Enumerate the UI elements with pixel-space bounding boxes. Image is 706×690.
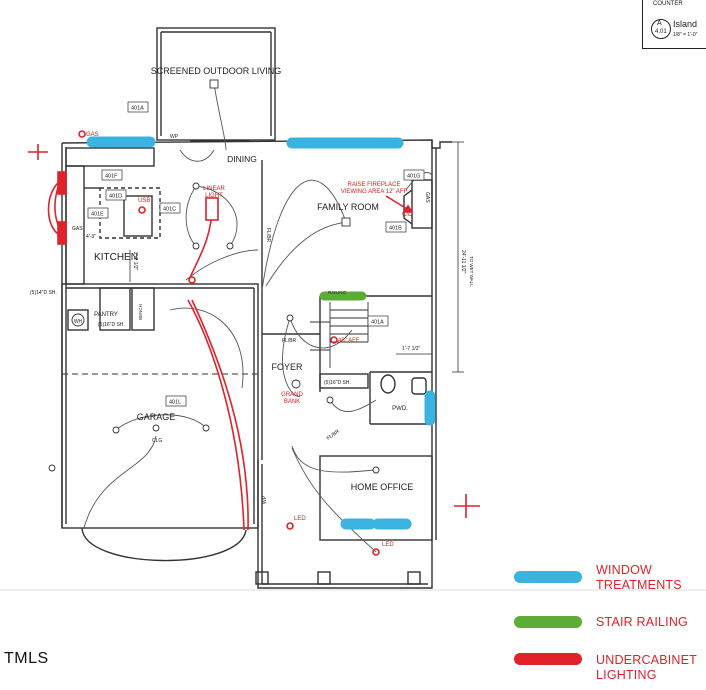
label-clg: CLG [152,438,162,444]
label-dim-small: 1'-7 1/2" [402,346,421,352]
counter-label: COUNTER [653,1,683,7]
label-shelf-main: (5)14"D SH. [30,290,57,296]
tag-401g: 401G [407,174,420,180]
annotation-cd: C/D [402,212,413,218]
tag-401a-top: 401A [131,106,144,112]
tag-401e: 401E [91,212,104,218]
label-wh: WH [74,319,83,325]
label-kitchen: KITCHEN [94,252,138,263]
label-dining: DINING [227,154,257,164]
annotation-grand: GRAND [281,392,303,398]
label-dim-height: 24'-11 1/2" [460,250,466,274]
legend-swatch-undercabinet [514,653,582,665]
label-pantry: PANTRY [94,312,118,318]
detail-scale: 1/8" = 1'-0" [673,32,698,38]
label-wp-1: WP [170,134,179,140]
equipment-tags: 401A 401F 401D 401C 401E 401G 401B 401A … [87,101,425,407]
annotation-gas: GAS [86,132,99,138]
annotation-fireplace-line2: VIEWING AREA 12" AFF [341,189,408,195]
garage-walls [61,283,259,529]
label-garage: GARAGE [137,412,176,422]
label-family-room: FAMILY ROOM [317,202,379,212]
dimension-lines [129,141,464,373]
annotation-usb: USB [138,198,150,204]
tag-401c: 401C [163,207,176,213]
small-labels: (5)14"D SH. (5)16"D SH. (5)16"D SH. FL/B… [30,134,474,504]
floor-plan: SCREENED OUTDOOR LIVING DINING FAMILY RO… [0,27,706,591]
label-dim-height-sub: TO WET WALL [469,256,474,287]
fixtures [48,79,380,474]
annotation-led-1: LED [294,516,306,522]
legend-swatch-window [514,571,582,583]
label-shelf-pantry: (5)16"D SH. [98,322,125,328]
annotation-linear-line1: LINEAR [203,186,225,192]
label-foyer: FOYER [271,362,303,372]
label-fl-br-1: FL/BR [265,228,271,243]
undercabinet-lighting [28,130,480,556]
detail-reference-box: COUNTER A 4.01 Island 1/8" = 1'-0" [642,0,706,49]
legend-label-window: WINDOW TREATMENTS [596,563,682,592]
legend-swatch-railing [514,616,582,628]
detail-letter: A [657,20,662,27]
label-dim-kitchen2: 2'-2 1/2" [132,252,138,271]
label-bench: BENCH [138,304,143,320]
watermark-logo: TMLS [4,650,49,667]
label-gas-kitchen: GAS [72,226,83,232]
annotation-bank: BANK [284,399,300,405]
tag-401f: 401F [105,174,118,180]
label-railing: RAILING [328,290,347,295]
home-office-walls [319,455,433,541]
label-fl-br-2: FL/BR [282,338,297,344]
label-powder: PWD. [392,406,408,412]
red-annotations: GAS USB LINEAR LIGHT RAISE FIREPLACE VIE… [86,132,413,548]
screened-outdoor-walls [156,27,276,141]
legend-label-undercabinet: UNDERCABINET LIGHTING [596,653,698,682]
label-home-office: HOME OFFICE [351,482,414,492]
annotation-led-2: LED [382,542,394,548]
label-wp-2: WP [262,495,268,504]
walls [61,27,452,589]
tag-401d: 401D [109,194,122,200]
label-screened-outdoor: SCREENED OUTDOOR LIVING [151,66,282,76]
tag-401a-stair: 401A [371,320,384,326]
annotation-fireplace-line1: RAISE FIREPLACE [347,182,400,188]
tag-401b: 401B [389,226,402,232]
annotation-linear-line2: LIGHT [205,193,223,199]
label-fl-br-3: FL/BR [326,428,341,441]
detail-title: Island [673,19,698,29]
legend-label-railing: STAIR RAILING [596,615,688,629]
label-gas-right: GAS [424,192,430,203]
detail-bubble [651,19,671,39]
window-treatments [86,136,436,530]
tag-401l: 401L [169,400,181,406]
label-shelf-foyer: (5)16"D SH. [324,380,351,386]
annotation-48aff: 48" AFF [338,338,360,344]
detail-sheet: 4.01 [655,29,667,35]
label-dim-kitchen: 4'-3" [86,234,96,240]
